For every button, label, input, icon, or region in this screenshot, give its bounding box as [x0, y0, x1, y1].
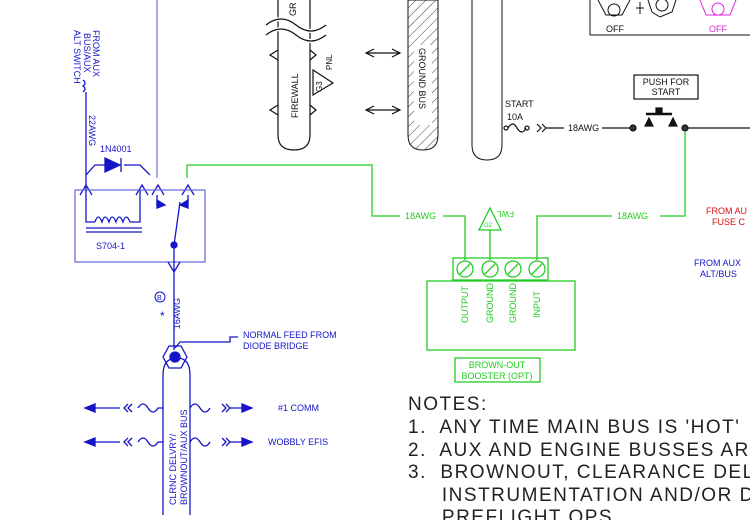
load-1-comm: #1 COMM	[278, 403, 319, 413]
push-start-label-2: START	[652, 87, 681, 97]
load-2-efis: WOBBLY EFIS	[268, 437, 328, 447]
booster-wire-left: 18AWG	[405, 211, 436, 221]
marker-circle	[154, 291, 166, 303]
push-for-start-box	[633, 74, 699, 100]
relay-s704	[74, 79, 206, 350]
firewall-tube-top-label: GR	[288, 2, 298, 16]
push-start-label-1: PUSH FOR	[643, 77, 690, 87]
switch-right-state: OFF	[709, 24, 727, 34]
g2-tag: G2	[484, 223, 493, 229]
note-line: 1. ANY TIME MAIN BUS IS 'HOT'	[408, 417, 740, 438]
booster-circuit	[187, 131, 686, 383]
booster-box	[426, 280, 576, 351]
terminal-input: INPUT	[532, 290, 542, 318]
relay-wire-gauge: 22AWG	[87, 115, 97, 146]
diode-label: 1N4001	[100, 144, 132, 154]
start-circuit	[503, 74, 750, 133]
terminal-ground-1: GROUND	[485, 283, 495, 323]
load-arrow-row	[83, 437, 254, 447]
note-line: PREFLIGHT OPS.	[408, 507, 620, 520]
relay-source-label-3: ALT SWITCH	[72, 30, 82, 84]
booster-title-1: BROWN-OUT	[469, 360, 526, 370]
red-label-1: FROM AU	[706, 206, 747, 216]
relay-source-label-1: FROM AUX	[91, 30, 101, 77]
firewall-label: FIREWALL	[290, 73, 300, 118]
start-fuse-label-2: 10A	[507, 112, 523, 122]
relay-labels: FROM AUX BUS/AUX ALT SWITCH 22AWG 1N4001…	[72, 30, 182, 329]
terminal-strip	[452, 257, 549, 281]
booster-wire-right: 18AWG	[617, 211, 648, 221]
note-line: 2. AUX AND ENGINE BUSSES AR	[408, 440, 750, 461]
switch-panel	[589, 0, 750, 36]
marker-label: B	[157, 295, 162, 302]
output-wire-gauge: 16AWG	[172, 298, 182, 329]
g3-tag-label: PNL	[325, 54, 334, 70]
aux-bus	[83, 336, 254, 515]
blue-label-2: ALT/BUS	[700, 269, 737, 279]
bus-label-1: CLRNC DELVRY/	[168, 433, 178, 505]
terminal-output: OUTPUT	[460, 286, 470, 324]
start-fuse-label-1: START	[505, 99, 534, 109]
terminal-ground-2: GROUND	[508, 283, 518, 323]
feed-label-2: DIODE BRIDGE	[243, 341, 309, 351]
load-arrow-row	[83, 403, 254, 413]
notes: NOTES: 1. ANY TIME MAIN BUS IS 'HOT' 2. …	[408, 394, 750, 520]
blue-label-1: FROM AUX	[694, 258, 741, 268]
firewall-tube	[264, 0, 402, 151]
notes-heading: NOTES:	[408, 394, 488, 415]
main-bus-tube	[471, 0, 503, 161]
asterisk: *	[160, 309, 165, 323]
g2-tag-label: FWL	[497, 209, 514, 218]
red-label-2: FUSE C	[712, 217, 746, 227]
relay-source-label-2: BUS/AUX	[82, 33, 92, 73]
ground-bus-label: GROUND BUS	[417, 48, 427, 109]
note-line: 3. BROWNOUT, CLEARANCE DELIV	[408, 462, 750, 483]
note-line: INSTRUMENTATION AND/OR D	[408, 485, 750, 506]
switch-left-state: OFF	[606, 24, 624, 34]
relay-part-label: S704-1	[96, 241, 125, 251]
g3-tag: G3	[315, 81, 324, 92]
start-wire-gauge: 18AWG	[568, 123, 599, 133]
feed-label-1: NORMAL FEED FROM	[243, 330, 337, 340]
bus-label-2: BROWNOUT/AUX BUS	[179, 409, 189, 505]
booster-title-2: BOOSTER (OPT)	[461, 371, 532, 381]
booster-title-box	[454, 357, 541, 383]
